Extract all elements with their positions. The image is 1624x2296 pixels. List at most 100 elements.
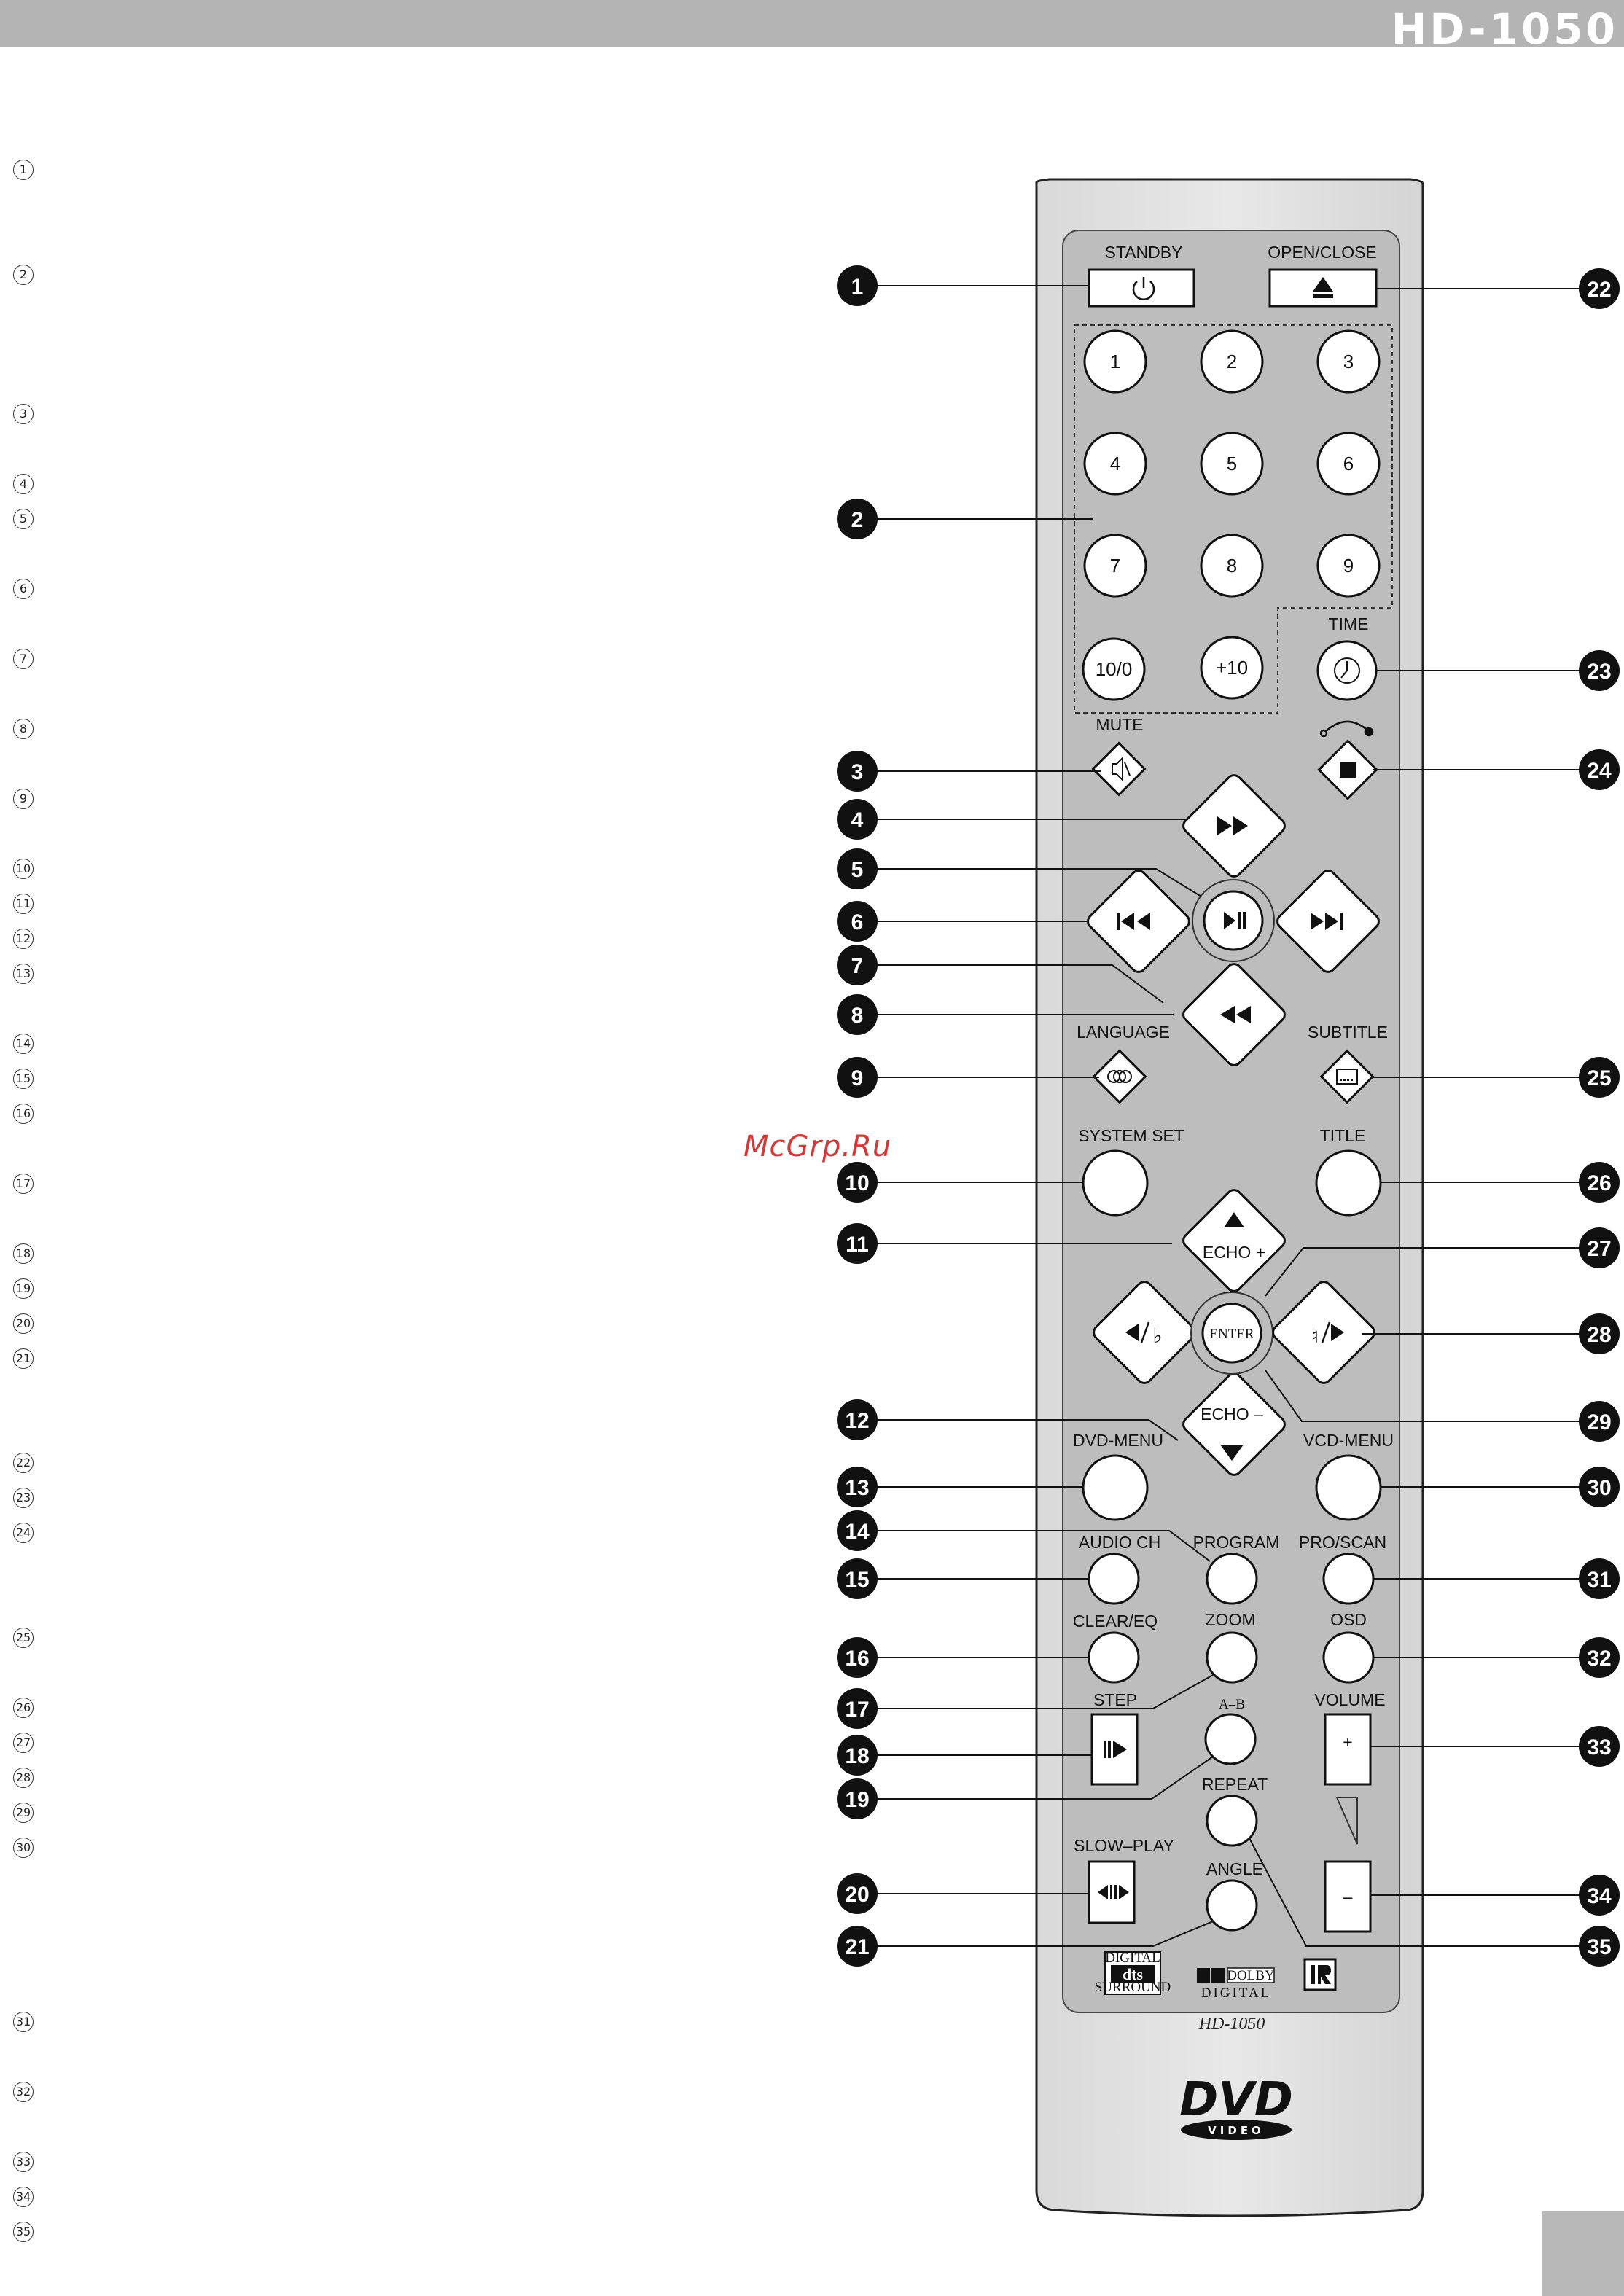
callout-6 (837, 901, 878, 942)
dvd-menu-label: DVD-MENU (1073, 1431, 1163, 1450)
callout-number: 5 (851, 858, 864, 882)
clock-icon (1334, 657, 1360, 684)
repeat-button[interactable] (1206, 1795, 1258, 1847)
standby-button[interactable] (1088, 268, 1195, 308)
system-set-label: SYSTEM SET (1078, 1126, 1184, 1145)
callout-number: 14 (845, 1520, 870, 1544)
mute-button[interactable] (1091, 741, 1147, 797)
subtitle-button[interactable] (1319, 1049, 1375, 1104)
callout-number: 12 (845, 1409, 869, 1433)
number-key-4[interactable] (1083, 432, 1147, 496)
audio-ch-button[interactable] (1088, 1553, 1140, 1605)
callout-number: 26 (1587, 1171, 1611, 1195)
number-key-_10[interactable] (1200, 636, 1264, 700)
volume-down-button[interactable] (1324, 1860, 1372, 1933)
left-marker-15: 15 (13, 1069, 34, 1089)
callout-number: 3 (851, 760, 864, 784)
left-marker-12: 12 (13, 929, 34, 949)
left-marker-20: 20 (13, 1313, 34, 1334)
callout-20 (837, 1873, 878, 1914)
repeat-label: REPEAT (1202, 1775, 1268, 1794)
callout-number: 21 (845, 1935, 869, 1959)
callout-number: 23 (1587, 660, 1611, 684)
callout-number: 2 (851, 508, 864, 532)
number-key-10_0[interactable] (1082, 637, 1146, 701)
callout-5 (837, 848, 878, 889)
callout-number: 7 (851, 954, 864, 978)
callout-9 (837, 1057, 878, 1098)
callout-number: 35 (1587, 1935, 1611, 1959)
standby-label: STANDBY (1105, 243, 1183, 262)
osd-label: OSD (1330, 1610, 1367, 1629)
callout-19 (837, 1778, 878, 1819)
dvd-logo-text: DVD (1179, 2073, 1293, 2127)
mute-label: MUTE (1096, 715, 1143, 734)
left-marker-2: 2 (13, 265, 34, 285)
dolby-logo (1197, 1967, 1275, 1983)
number-key-label: 8 (1227, 555, 1237, 577)
number-key-7[interactable] (1083, 534, 1147, 598)
callout-number: 31 (1587, 1568, 1611, 1592)
svg-text:♭: ♭ (1152, 1324, 1162, 1348)
number-key-3[interactable] (1316, 329, 1381, 394)
program-button[interactable] (1206, 1553, 1258, 1605)
left-marker-24: 24 (13, 1523, 34, 1543)
fast-forward-icon (1217, 816, 1248, 835)
zoom-button[interactable] (1206, 1631, 1258, 1684)
left-marker-31: 31 (13, 2012, 34, 2032)
callout-12 (837, 1399, 878, 1440)
callout-number: 33 (1587, 1735, 1611, 1760)
callout-21 (837, 1926, 878, 1967)
callout-number: 11 (846, 1233, 869, 1257)
enter-button[interactable] (1201, 1303, 1262, 1364)
volume-up-button[interactable] (1324, 1713, 1372, 1786)
number-key-label: 10/0 (1096, 658, 1133, 680)
echo-minus-button[interactable] (1180, 1370, 1287, 1477)
left-marker-27: 27 (13, 1733, 34, 1753)
number-key-label: 2 (1227, 351, 1237, 372)
callout-number: 13 (845, 1476, 869, 1500)
step-icon (1104, 1741, 1127, 1758)
left-flat-icon: ♭ (1125, 1321, 1163, 1348)
clear-eq-button[interactable] (1088, 1631, 1140, 1684)
echo-plus-button[interactable] (1180, 1187, 1287, 1294)
left-marker-18: 18 (13, 1243, 34, 1264)
number-key-label: 5 (1227, 453, 1237, 475)
pro-scan-button[interactable] (1322, 1553, 1375, 1605)
number-key-8[interactable] (1200, 534, 1264, 598)
callout-4 (837, 799, 878, 840)
number-key-1[interactable] (1083, 329, 1147, 394)
callout-2 (837, 499, 878, 539)
left-marker-9: 9 (13, 789, 34, 809)
remote-model-text: HD-1050 (1198, 2015, 1265, 2034)
number-key-5[interactable] (1200, 432, 1264, 496)
number-key-6[interactable] (1316, 432, 1381, 496)
stop-icon (1340, 762, 1356, 778)
number-key-2[interactable] (1200, 329, 1264, 394)
a-b-button[interactable] (1204, 1713, 1257, 1765)
left-marker-5: 5 (13, 509, 34, 529)
slow-play-icon (1098, 1885, 1129, 1899)
callout-28 (1579, 1313, 1620, 1354)
system-set-button[interactable] (1082, 1149, 1149, 1217)
number-key-9[interactable] (1316, 534, 1381, 598)
arrow-down-icon (1220, 1445, 1244, 1461)
left-marker-8: 8 (13, 719, 34, 739)
callout-32 (1579, 1637, 1620, 1678)
dvd-menu-button[interactable] (1082, 1454, 1149, 1521)
power-icon (1132, 277, 1155, 300)
natural-right-button[interactable] (1270, 1278, 1377, 1386)
osd-button[interactable] (1322, 1631, 1375, 1684)
callout-29 (1579, 1401, 1620, 1442)
callout-31 (1579, 1558, 1620, 1599)
left-marker-22: 22 (13, 1453, 34, 1473)
pro-scan-label: PRO/SCAN (1299, 1533, 1386, 1552)
angle-button[interactable] (1206, 1879, 1258, 1932)
title-button[interactable] (1315, 1149, 1382, 1217)
number-key-label: 9 (1343, 555, 1354, 577)
callout-lines (872, 285, 1596, 1947)
vcd-menu-button[interactable] (1315, 1454, 1382, 1521)
callout-number: 8 (851, 1004, 864, 1028)
angle-label: ANGLE (1206, 1859, 1263, 1878)
